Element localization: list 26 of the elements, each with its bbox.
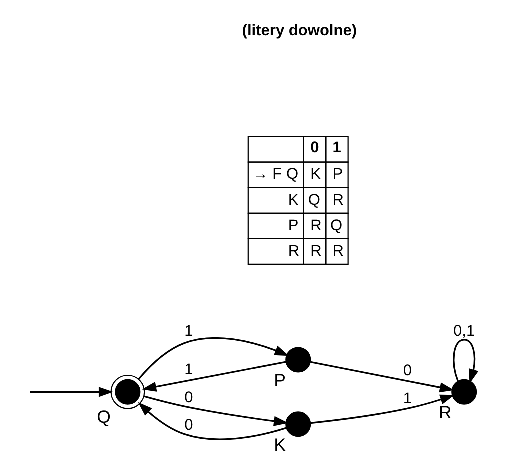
edge-label: 0 [184,389,194,406]
edge-label: 0,1 [454,322,476,340]
edge-label: 1 [403,390,412,408]
label: R [310,217,322,234]
label: (litery dowolne) [242,22,358,40]
label: R [288,242,300,260]
label: K [288,192,299,209]
edge-label: 1 [184,362,194,379]
label: → F Q [252,166,299,184]
node-label: P [274,370,286,390]
label: K [310,166,321,184]
node-label: Q [97,407,111,428]
label: P [288,217,299,234]
node-label: K [274,434,286,455]
edge-label: 1 [184,322,194,340]
label: R [332,192,344,209]
label: R [332,242,344,260]
label: 0 [310,140,320,157]
label: R [310,242,322,260]
label: 1 [332,140,342,157]
label: P [332,166,344,184]
label: Q [308,192,320,209]
node-label: R [439,402,452,423]
edge-label: 0 [184,417,194,434]
label: Q [330,217,343,234]
edge-label: 0 [403,362,412,380]
